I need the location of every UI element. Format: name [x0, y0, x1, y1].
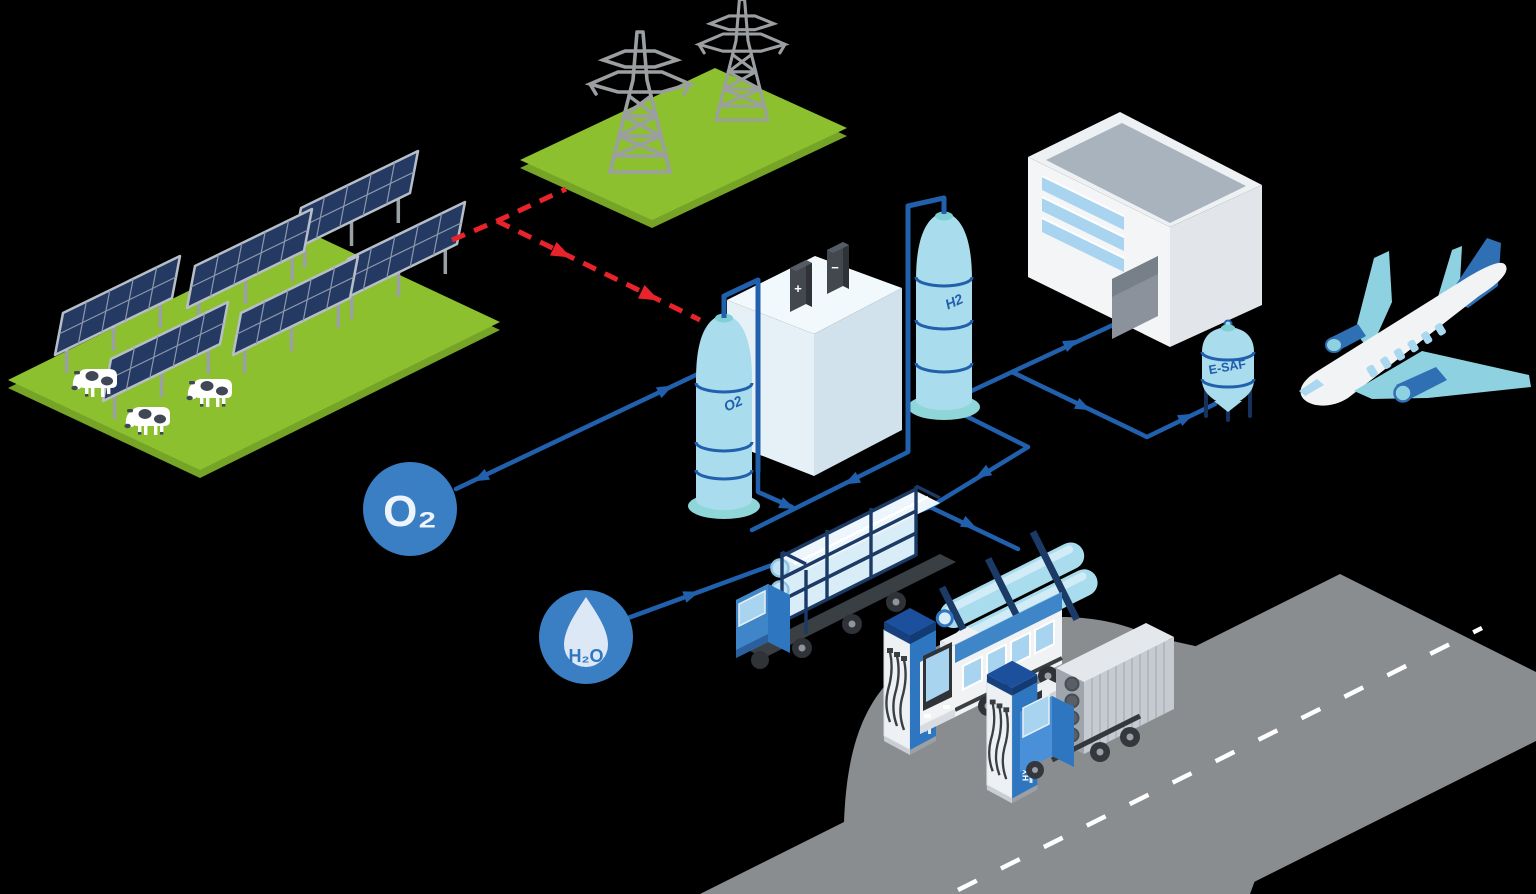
- hydrogen-container-truck: [1020, 623, 1174, 779]
- oxygen-badge: O₂: [363, 462, 457, 556]
- esaf-label: E-SAF: [1208, 357, 1248, 377]
- bus-windows: [962, 618, 1055, 692]
- plane-far-wing: [1355, 251, 1392, 351]
- tank-pipes: [721, 195, 947, 472]
- plane-windows: [1366, 323, 1446, 378]
- road-center-dashes: [956, 625, 1484, 893]
- trailer-frame: [780, 484, 941, 634]
- water-badge: H₂O: [539, 590, 633, 684]
- electrode-positive: +: [790, 260, 812, 312]
- agrivoltaic-solar-field: [8, 149, 500, 478]
- building-door: [1112, 256, 1158, 339]
- trailer-wheels: [751, 592, 906, 669]
- svg-text:+: +: [794, 281, 802, 296]
- water-drop-icon: [564, 597, 608, 667]
- power-transmission-pylons: [520, 0, 847, 228]
- building-windows: [1041, 175, 1125, 272]
- electricity-arrows: [549, 241, 660, 301]
- hydrogen-tank-label: H2: [943, 290, 966, 312]
- svg-text:−: −: [831, 260, 839, 275]
- water-badge-label: H₂O: [569, 646, 604, 666]
- grid-electricity-line: [451, 186, 702, 323]
- plane-cockpit-window: [1299, 379, 1324, 396]
- hydrogen-bus: [920, 592, 1063, 734]
- oxygen-tank-label: O2: [721, 392, 745, 414]
- electrode-negative: −: [827, 242, 849, 294]
- hydrogen-tube-trailer: [736, 484, 956, 669]
- e-saf-storage-tank: E-SAF: [1200, 319, 1256, 422]
- oxygen-tank: O2: [688, 313, 760, 519]
- electrolyzer: + −: [727, 242, 902, 476]
- airplane: [1299, 238, 1531, 406]
- plane-fuselage: [1300, 262, 1507, 406]
- oxygen-badge-label: O₂: [383, 487, 437, 536]
- e-fuel-plant-building: [1028, 112, 1262, 347]
- hydrogen-tank: H2: [908, 211, 980, 420]
